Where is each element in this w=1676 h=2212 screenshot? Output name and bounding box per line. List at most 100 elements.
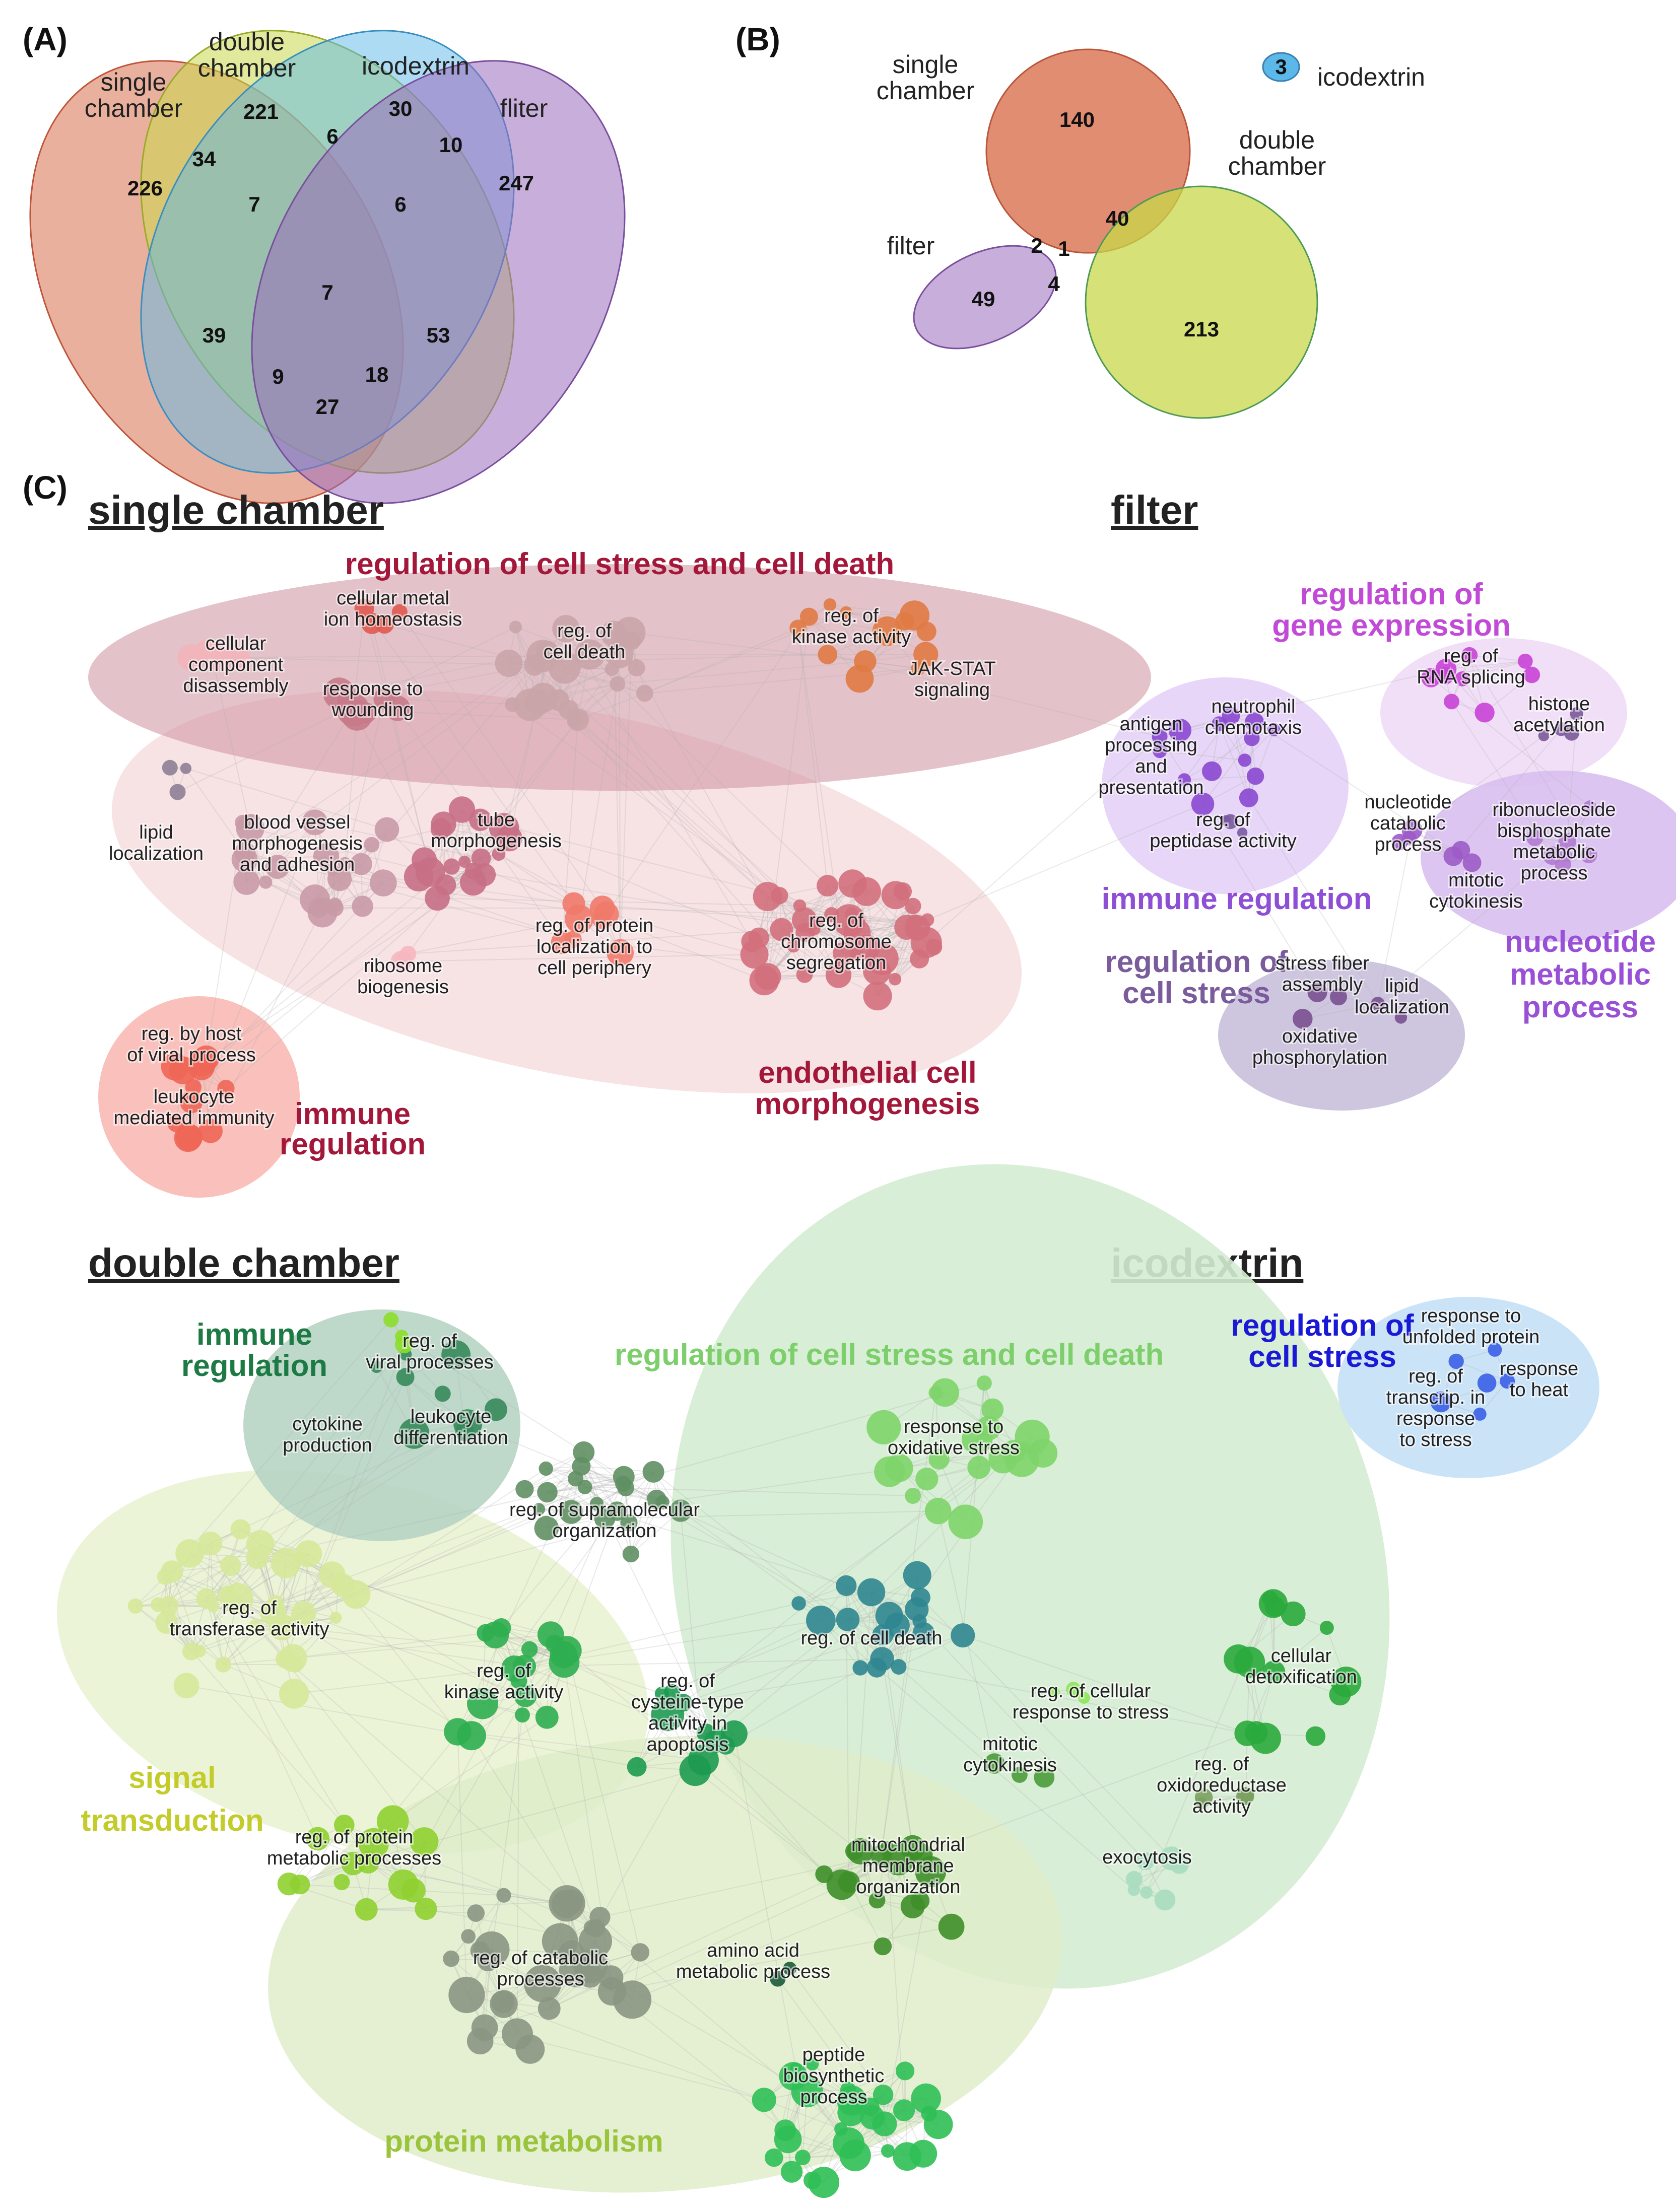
venn-count: 10	[439, 133, 463, 157]
network-edge	[1273, 1627, 1327, 1673]
network-edge	[209, 647, 251, 828]
network-edge	[213, 1606, 224, 1665]
network-edge	[620, 641, 633, 953]
network-node	[545, 1635, 564, 1653]
network-edge	[244, 856, 326, 860]
network-node	[1391, 834, 1408, 851]
network-node	[1543, 846, 1562, 865]
network-edge	[630, 1499, 657, 1555]
network-node	[1477, 1373, 1497, 1393]
network-node	[1028, 1438, 1058, 1468]
network-node	[1451, 841, 1470, 860]
venn-label-icodextrin: icodextrin	[362, 52, 470, 80]
network-edge	[715, 1575, 918, 1742]
network-node	[327, 867, 352, 891]
network-node	[863, 982, 892, 1011]
network-node	[1159, 1846, 1184, 1871]
network-node	[217, 1080, 235, 1097]
network-edge	[299, 1824, 345, 1885]
venn-set-icodextrin	[1262, 52, 1300, 82]
network-node	[401, 1878, 426, 1903]
network-node	[916, 621, 936, 642]
network-edge	[1248, 738, 1252, 798]
network-node	[1168, 719, 1191, 742]
network-node	[227, 647, 251, 671]
network-edge	[314, 821, 482, 859]
network-node	[1526, 830, 1543, 846]
network-edge	[884, 1872, 931, 2124]
network-edge	[539, 1486, 585, 1510]
network-node	[295, 1540, 322, 1567]
network-edge	[524, 1658, 883, 1667]
network-edge	[473, 870, 814, 930]
network-edge	[1219, 723, 1249, 798]
network-node	[1293, 1009, 1313, 1029]
network-node	[1220, 815, 1231, 826]
network-node	[984, 1753, 1005, 1774]
network-node	[537, 1482, 558, 1503]
network-node	[235, 814, 251, 831]
network-node	[845, 664, 874, 693]
network-node	[1554, 722, 1568, 736]
network-node	[860, 2105, 885, 2130]
network-node	[528, 682, 558, 713]
network-edge	[246, 709, 354, 882]
venn-count: 53	[427, 323, 450, 347]
network-node	[903, 1561, 931, 1589]
network-node	[789, 619, 807, 637]
network-edge	[342, 1584, 458, 1733]
network-node	[577, 1963, 602, 1988]
network-edge	[524, 1451, 584, 1490]
network-node	[988, 1444, 1018, 1474]
network-node	[893, 2099, 915, 2121]
network-edge	[368, 1861, 504, 1896]
network-node	[845, 907, 858, 921]
network-node	[795, 922, 815, 942]
cluster-titles: regulation of cell stress and cell death…	[81, 547, 1656, 2158]
network-node	[1262, 1591, 1278, 1607]
network-node	[188, 1048, 217, 1076]
network-node	[538, 1997, 561, 2020]
venn-count: 2	[1031, 234, 1042, 257]
network-edge	[171, 1571, 200, 1651]
network-edge	[199, 1595, 228, 1651]
network-node	[398, 1418, 430, 1449]
venn-counts-a: 226 34 221 30 6 10 247 7 6 7 39 53 9 18 …	[127, 97, 534, 419]
network-node	[627, 1757, 647, 1777]
network-edge	[1302, 1003, 1378, 1019]
network-edge	[733, 1734, 796, 2069]
network-edge	[408, 929, 782, 954]
network-node	[559, 1889, 583, 1914]
cluster-area-endothelial	[111, 689, 1022, 1093]
network-edge	[246, 655, 543, 882]
network-edge	[1453, 728, 1562, 857]
network-node	[889, 973, 902, 986]
network-node	[806, 2057, 819, 2070]
network-node	[307, 897, 338, 928]
network-edge	[1441, 1380, 1508, 1403]
network-edge	[193, 882, 384, 1088]
network-edge	[344, 715, 358, 864]
network-edge	[1244, 729, 1275, 761]
network-node	[515, 1707, 530, 1723]
network-node	[642, 1461, 664, 1483]
network-node	[495, 649, 522, 677]
network-node	[477, 1624, 495, 1642]
network-edge	[864, 631, 927, 662]
network-edge	[1248, 729, 1275, 798]
network-node	[938, 1913, 965, 1940]
network-node	[174, 1124, 202, 1152]
network-edge	[353, 1769, 696, 1864]
network-node	[967, 1456, 991, 1479]
